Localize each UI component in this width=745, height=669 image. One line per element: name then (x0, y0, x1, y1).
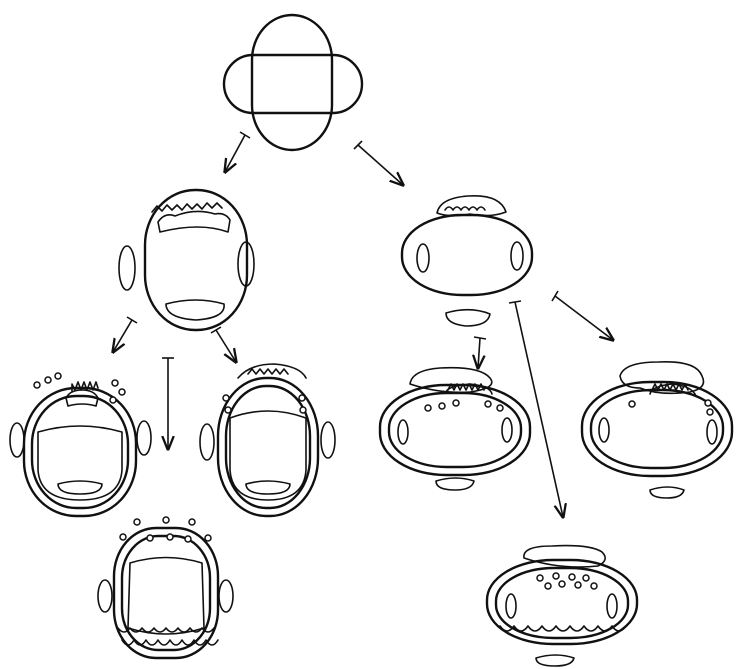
upright-embryo (118, 188, 255, 332)
arrow-top-left (225, 131, 251, 172)
horizontal-oval (222, 53, 364, 115)
left-variant-b (199, 363, 336, 518)
left-variant-a (9, 372, 152, 518)
right-variant-a (378, 366, 532, 491)
right-variant-b (580, 360, 734, 499)
arrow-mid-right-c (551, 290, 613, 340)
arrow-mid-left-b (162, 357, 174, 449)
arrow-mid-right-b (508, 300, 563, 517)
cross-ovals-figure (222, 13, 364, 152)
right-variant-c (485, 544, 639, 667)
left-variant-c (97, 516, 234, 660)
wide-embryo (400, 195, 534, 327)
arrow-mid-left-c (210, 326, 236, 362)
arrow-mid-left-a (113, 316, 138, 352)
arrow-top-right (353, 140, 403, 185)
vertical-oval (250, 13, 334, 152)
arrow-mid-right-a (474, 336, 487, 368)
